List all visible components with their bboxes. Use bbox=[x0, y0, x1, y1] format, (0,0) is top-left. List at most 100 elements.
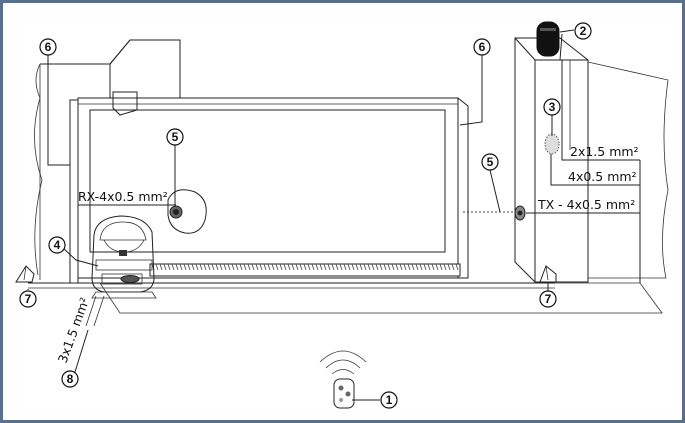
gear-rack-tooth bbox=[347, 263, 351, 271]
gear-rack-tooth bbox=[283, 263, 287, 271]
key-selector bbox=[544, 133, 560, 155]
callout-6b-number: 6 bbox=[479, 40, 486, 54]
gear-rack-tooth bbox=[231, 263, 235, 271]
gear-rack-tooth bbox=[319, 263, 323, 271]
gate-panel bbox=[89, 109, 446, 253]
cable-label-key-selector: 4x0.5 mm² bbox=[568, 169, 637, 184]
callout-5a-number: 5 bbox=[172, 130, 179, 144]
gear-rack-tooth bbox=[275, 263, 279, 271]
ground bbox=[28, 282, 663, 314]
callout-5-transmitter: 5 bbox=[481, 153, 499, 171]
gear-rack-tooth bbox=[311, 263, 315, 271]
gear-rack-tooth bbox=[379, 263, 383, 271]
gear-rack-tooth bbox=[251, 263, 255, 271]
gear-rack-tooth bbox=[163, 263, 167, 271]
callout-3-number: 3 bbox=[549, 100, 556, 114]
callout-7-left: 7 bbox=[19, 290, 37, 308]
gear-rack-tooth bbox=[203, 263, 207, 271]
gear-rack-tooth bbox=[259, 263, 263, 271]
gear-rack-tooth bbox=[175, 263, 179, 271]
gear-rack-tooth bbox=[155, 263, 159, 271]
gear-rack-tooth bbox=[183, 263, 187, 271]
gear-rack-tooth bbox=[407, 263, 411, 271]
gate-guide-bracket bbox=[112, 91, 138, 116]
gear-rack-tooth bbox=[243, 263, 247, 271]
gear-rack-tooth bbox=[327, 263, 331, 271]
gear-rack-tooth bbox=[179, 263, 183, 271]
gear-rack-tooth bbox=[359, 263, 363, 271]
gear-rack-tooth bbox=[219, 263, 223, 271]
gear-rack-tooth bbox=[207, 263, 211, 271]
gear-rack-tooth bbox=[411, 263, 415, 271]
mechanical-stop-left bbox=[15, 265, 35, 283]
gear-rack-tooth bbox=[435, 263, 439, 271]
gear-rack-tooth bbox=[295, 263, 299, 271]
gear-rack-tooth bbox=[255, 263, 259, 271]
gear-rack-tooth bbox=[291, 263, 295, 271]
gear-rack-tooth bbox=[339, 263, 343, 271]
callout-7-right: 7 bbox=[539, 290, 557, 308]
callout-6-left: 6 bbox=[39, 38, 57, 56]
gear-rack-tooth bbox=[227, 263, 231, 271]
gear-rack-tooth bbox=[195, 263, 199, 271]
gear-rack-tooth bbox=[335, 263, 339, 271]
gear-rack-tooth bbox=[391, 263, 395, 271]
cable-lines bbox=[78, 33, 641, 327]
callout-3: 3 bbox=[543, 98, 561, 116]
gear-rack-tooth bbox=[367, 263, 371, 271]
gear-rack-tooth bbox=[455, 263, 459, 271]
gear-rack-tooth bbox=[343, 263, 347, 271]
cable-label-power: 3x1.5 mm² bbox=[55, 295, 93, 365]
gear-rack-tooth bbox=[323, 263, 327, 271]
gear-rack-tooth bbox=[331, 263, 335, 271]
callout-8: 8 bbox=[61, 370, 79, 388]
right-pillar bbox=[514, 37, 589, 283]
gear-rack-tooth bbox=[351, 263, 355, 271]
gear-rack-tooth bbox=[415, 263, 419, 271]
cable-label-flashing-light: 2x1.5 mm² bbox=[570, 144, 639, 159]
gate bbox=[77, 91, 469, 279]
gear-rack-tooth bbox=[423, 263, 427, 271]
gear-rack-tooth bbox=[267, 263, 271, 271]
gear-rack-tooth bbox=[451, 263, 455, 271]
gear-rack-tooth bbox=[431, 263, 435, 271]
gear-rack bbox=[149, 263, 461, 277]
callout-6-right: 6 bbox=[473, 38, 491, 56]
gear-rack-tooth bbox=[439, 263, 443, 271]
gear-rack-tooth bbox=[399, 263, 403, 271]
gear-rack-tooth bbox=[447, 263, 451, 271]
gear-rack-tooth bbox=[355, 263, 359, 271]
gear-rack-tooth bbox=[299, 263, 303, 271]
callout-6a-number: 6 bbox=[45, 40, 52, 54]
cable-label-transmitter: TX - 4x0.5 mm² bbox=[537, 197, 635, 212]
gear-rack-tooth bbox=[307, 263, 311, 271]
callout-1: 1 bbox=[380, 391, 398, 409]
cable-label-receiver: RX-4x0.5 mm² bbox=[78, 189, 168, 204]
gear-rack-tooth bbox=[279, 263, 283, 271]
photocell-transmitter bbox=[514, 205, 526, 221]
gear-rack-tooth bbox=[223, 263, 227, 271]
gear-rack-tooth bbox=[191, 263, 195, 271]
right-wall bbox=[587, 61, 669, 279]
flashing-light bbox=[536, 21, 560, 57]
gear-rack-tooth bbox=[395, 263, 399, 271]
gear-rack-tooth bbox=[211, 263, 215, 271]
gear-rack-tooth bbox=[375, 263, 379, 271]
gear-rack-tooth bbox=[159, 263, 163, 271]
gear-rack-tooth bbox=[315, 263, 319, 271]
remote-control bbox=[319, 350, 367, 409]
gear-rack-tooth bbox=[271, 263, 275, 271]
callout-2-number: 2 bbox=[580, 24, 587, 38]
gear-rack-tooth bbox=[199, 263, 203, 271]
gear-rack-tooth bbox=[263, 263, 267, 271]
mechanical-stop-right bbox=[539, 265, 557, 283]
gear-rack-tooth bbox=[247, 263, 251, 271]
gear-rack-tooth bbox=[443, 263, 447, 271]
gear-rack-tooth bbox=[215, 263, 219, 271]
gear-rack-tooth bbox=[303, 263, 307, 271]
gear-rack-tooth bbox=[419, 263, 423, 271]
callout-2: 2 bbox=[574, 22, 592, 40]
